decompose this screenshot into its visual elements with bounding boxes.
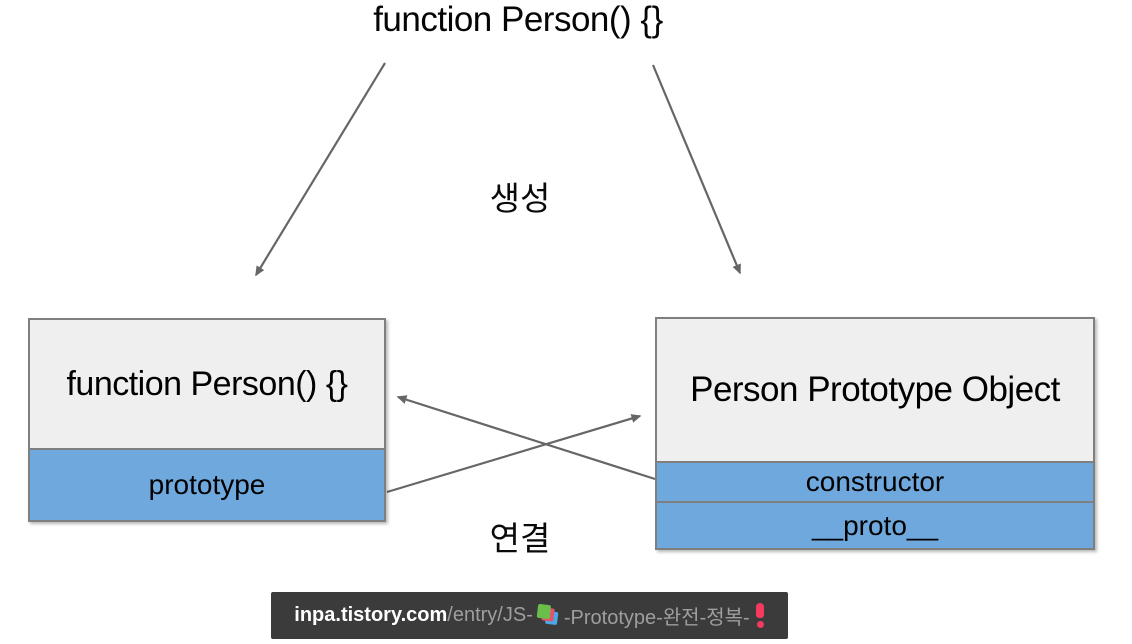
top-function-label: function Person() {} <box>373 0 663 39</box>
person-prototype-object-box: Person Prototype Object constructor __pr… <box>655 317 1095 550</box>
function-box-title: function Person() {} <box>30 320 384 450</box>
creation-label: 생성 <box>489 180 551 217</box>
red-exclamation-emoji-icon <box>756 602 765 629</box>
function-person-box: function Person() {} prototype <box>28 318 386 522</box>
source-url-bar: inpa.tistory.com/entry/JS- -Prototype-완전… <box>271 592 788 639</box>
connection-label: 연결 <box>489 520 551 557</box>
creation-arrow-right <box>651 64 742 275</box>
constructor-property-row: constructor <box>657 463 1093 501</box>
prototype-link-arrow <box>386 414 642 494</box>
prototype-property-row: prototype <box>30 450 384 520</box>
creation-arrow-left <box>255 62 386 277</box>
constructor-link-arrow <box>396 395 656 481</box>
url-path-prefix: /entry/JS- <box>447 604 533 626</box>
url-domain: inpa.tistory.com <box>294 604 448 626</box>
books-emoji-icon <box>536 603 559 625</box>
url-path-suffix: -Prototype-완전-정복- <box>563 607 750 629</box>
proto-property-row: __proto__ <box>657 501 1093 548</box>
prototype-box-title: Person Prototype Object <box>657 319 1093 463</box>
